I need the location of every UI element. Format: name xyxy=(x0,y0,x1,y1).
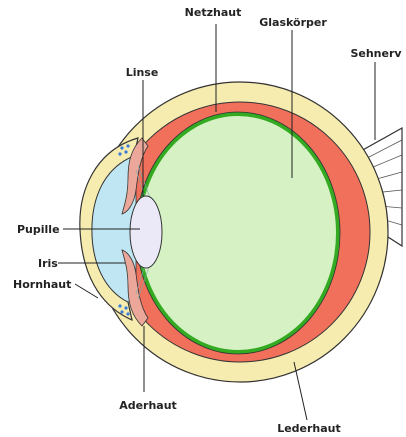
label-sehnerv: Sehnerv xyxy=(350,47,402,60)
label-linse: Linse xyxy=(126,66,159,79)
label-pupille: Pupille xyxy=(17,223,60,236)
label-netzhaut: Netzhaut xyxy=(185,6,242,19)
label-lederhaut: Lederhaut xyxy=(277,422,341,435)
label-aderhaut: Aderhaut xyxy=(119,399,177,412)
label-hornhaut: Hornhaut xyxy=(13,278,71,291)
vitreous-body xyxy=(140,116,336,350)
label-glaskoerper: Glaskörper xyxy=(259,16,327,29)
label-iris: Iris xyxy=(38,257,58,270)
leader-lederhaut xyxy=(294,362,307,420)
lens xyxy=(130,196,162,268)
